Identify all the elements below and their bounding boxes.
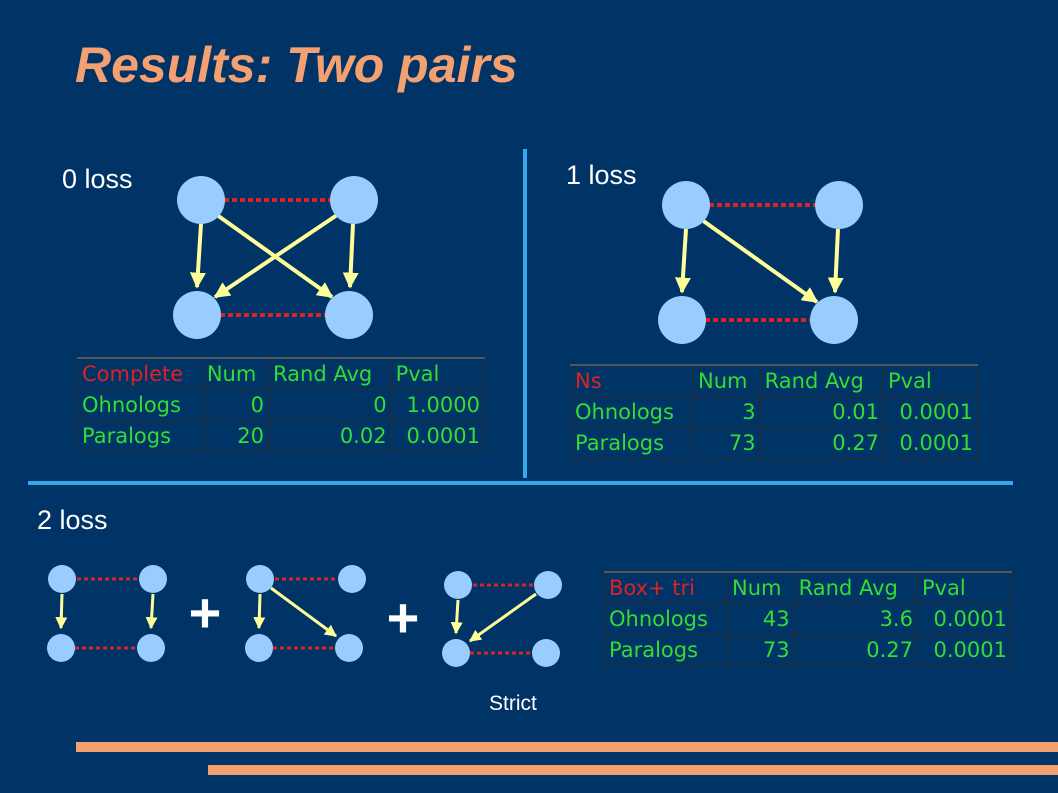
table-header-cell: Num — [201, 357, 270, 390]
ortholog-arrow — [145, 593, 158, 630]
table-header-cell: Rand Avg — [268, 357, 392, 390]
table-cell: Ohnologs — [77, 389, 203, 421]
table-row: Ohnologs 43 3.6 0.0001 — [603, 603, 1013, 635]
section-label-0-loss: 0 loss — [62, 164, 133, 194]
table-row: Paralogs 73 0.27 0.0001 — [603, 634, 1013, 666]
gene-node — [137, 634, 165, 662]
gene-node — [246, 565, 274, 593]
table-header-cell: Pval — [882, 364, 979, 397]
gene-node — [139, 565, 167, 593]
gene-node — [534, 571, 562, 599]
table-cell: 0.0001 — [882, 396, 979, 428]
ortholog-arrow — [827, 228, 844, 294]
table-cell: Ohnologs — [603, 603, 729, 635]
section-label-2-loss: 2 loss — [37, 505, 108, 535]
gene-node — [662, 181, 710, 229]
gene-node — [335, 634, 363, 662]
ortholog-arrow — [674, 228, 691, 294]
table-header-cell: Complete — [77, 357, 203, 390]
results-table-0-loss: Complete Num Rand Avg Pval Ohnologs 0 0 … — [77, 357, 486, 452]
table-cell: 20 — [201, 420, 270, 452]
strict-label: Strict — [489, 692, 537, 715]
horizontal-divider — [28, 481, 1013, 485]
ortholog-arrow — [253, 593, 266, 630]
ortholog-arrow — [700, 218, 819, 304]
table-header-cell: Num — [727, 571, 795, 604]
gene-node — [325, 291, 373, 339]
table-row: Ohnologs 0 0 1.0000 — [77, 389, 486, 421]
ortholog-arrow — [189, 223, 206, 289]
ortholog-arrow — [342, 223, 359, 289]
table-cell: 0.02 — [268, 420, 392, 452]
table-cell: 0 — [201, 389, 270, 421]
plus-sign: + — [387, 586, 420, 649]
table-cell: 0.0001 — [390, 420, 486, 452]
table-cell: Paralogs — [569, 427, 695, 459]
table-cell: 73 — [693, 427, 761, 459]
table-cell: 1.0000 — [390, 389, 486, 421]
gene-node — [173, 291, 221, 339]
gene-node — [658, 296, 706, 344]
graph-2-loss-tri — [245, 565, 366, 662]
table-cell: 73 — [727, 634, 795, 666]
graph-1-loss — [658, 181, 863, 344]
section-label-1-loss: 1 loss — [566, 160, 637, 190]
ortholog-arrow — [270, 586, 337, 638]
table-cell: 0.01 — [759, 396, 884, 428]
gene-node — [177, 176, 225, 224]
results-table-1-loss: Ns Num Rand Avg Pval Ohnologs 3 0.01 0.0… — [569, 364, 979, 459]
ortholog-arrow — [213, 213, 339, 299]
table-row: Paralogs 73 0.27 0.0001 — [569, 427, 979, 459]
table-cell: 0.0001 — [916, 603, 1013, 635]
gene-node — [444, 571, 472, 599]
table-cell: Paralogs — [77, 420, 203, 452]
ortholog-arrow — [55, 593, 68, 630]
table-cell: Paralogs — [603, 634, 729, 666]
table-cell: 43 — [727, 603, 795, 635]
gene-node — [47, 634, 75, 662]
table-header-cell: Rand Avg — [793, 571, 918, 604]
gene-node — [810, 296, 858, 344]
table-header-cell: Num — [693, 364, 761, 397]
table-cell: 3 — [693, 396, 761, 428]
results-table-2-loss: Box+ tri Num Rand Avg Pval Ohnologs 43 3… — [603, 571, 1013, 666]
table-header-cell: Rand Avg — [759, 364, 884, 397]
footer-bar — [208, 765, 1058, 775]
table-cell: Ohnologs — [569, 396, 695, 428]
gene-node — [48, 565, 76, 593]
graph-2-loss-strict — [442, 571, 562, 667]
gene-node — [532, 639, 560, 667]
table-header-row: Ns Num Rand Avg Pval — [569, 364, 979, 397]
table-cell: 0.27 — [759, 427, 884, 459]
table-header-cell: Box+ tri — [603, 571, 729, 604]
table-cell: 0.0001 — [916, 634, 1013, 666]
gene-node — [245, 634, 273, 662]
vertical-divider — [523, 149, 527, 478]
page-title: Results: Two pairs — [75, 37, 518, 93]
graph-2-loss-box — [47, 565, 167, 662]
gene-node — [338, 565, 366, 593]
table-row: Paralogs 20 0.02 0.0001 — [77, 420, 486, 452]
gene-node — [442, 639, 470, 667]
table-cell: 0.27 — [793, 634, 918, 666]
table-cell: 0.0001 — [882, 427, 979, 459]
table-header-row: Complete Num Rand Avg Pval — [77, 357, 486, 390]
ortholog-arrow — [450, 599, 463, 635]
footer-bar — [76, 742, 1058, 752]
graph-0-loss — [173, 176, 378, 339]
table-cell: 3.6 — [793, 603, 918, 635]
table-header-cell: Pval — [916, 571, 1013, 604]
table-header-cell: Pval — [390, 357, 486, 390]
table-cell: 0 — [268, 389, 392, 421]
table-header-cell: Ns — [569, 364, 695, 397]
plus-sign: + — [189, 581, 222, 644]
gene-node — [815, 181, 863, 229]
table-row: Ohnologs 3 0.01 0.0001 — [569, 396, 979, 428]
table-header-row: Box+ tri Num Rand Avg Pval — [603, 571, 1013, 604]
ortholog-arrow — [469, 592, 537, 643]
gene-node — [330, 176, 378, 224]
